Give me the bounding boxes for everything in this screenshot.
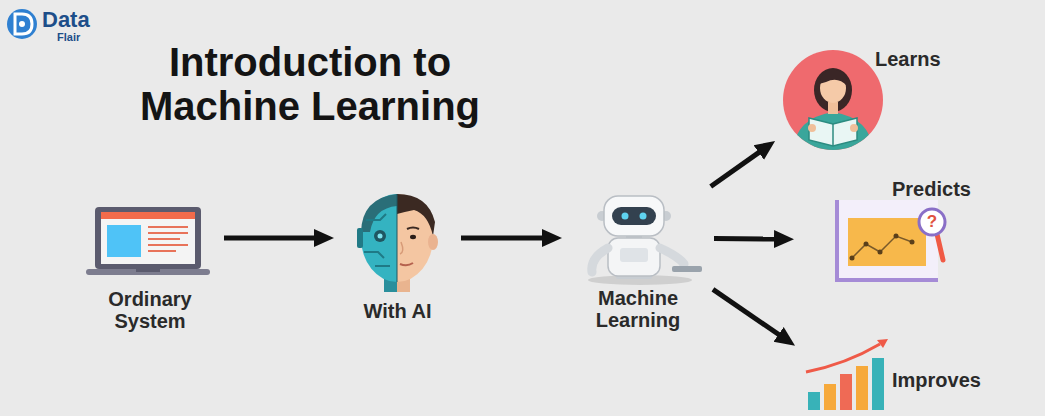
diagram-title: Introduction to Machine Learning [130, 40, 490, 128]
learner-icon [793, 68, 873, 150]
ai-face-icon [397, 194, 435, 236]
learner-icon [783, 50, 883, 150]
logo-text: Data [42, 5, 112, 34]
growth-bars-icon [806, 344, 880, 372]
laptop-icon [101, 212, 195, 219]
prediction-chart-icon [850, 256, 855, 261]
node-caption: Learns [875, 48, 975, 70]
ordinary-system-node: Ordinary System [82, 198, 218, 336]
flow-arrow [714, 236, 776, 242]
node-caption: Improves [892, 369, 1012, 391]
laptop-icon [148, 227, 188, 251]
ai-face-icon [410, 235, 416, 239]
robot-icon [660, 248, 684, 264]
laptop-icon [136, 269, 160, 272]
growth-bars-icon [877, 339, 888, 348]
prediction-chart-icon [864, 242, 869, 247]
logo-subtext: Flair [57, 30, 107, 44]
prediction-chart-icon [910, 240, 915, 245]
ai-face-icon [374, 230, 386, 242]
growth-bars-icon [808, 392, 820, 410]
learner-icon [809, 118, 857, 146]
question-mark: ? [920, 211, 944, 233]
ai-node: With AI [340, 192, 455, 326]
ai-face-icon [364, 214, 390, 266]
growth-bars-icon [824, 384, 836, 410]
laptop-icon [95, 207, 201, 269]
learner-icon [783, 50, 883, 150]
growth-bars-icon [806, 339, 888, 410]
learner-icon [819, 70, 847, 86]
growth-bars-icon [856, 366, 868, 410]
prediction-chart-icon [835, 200, 945, 282]
node-caption: Predicts [892, 178, 1002, 200]
ai-face-icon [361, 194, 397, 282]
laptop-icon [101, 212, 195, 264]
flow-arrow [713, 289, 780, 335]
laptop-icon [86, 207, 210, 275]
robot-icon [588, 196, 702, 285]
prediction-chart-icon [835, 278, 938, 282]
prediction-chart-icon [852, 236, 912, 258]
robot-icon [622, 213, 629, 220]
robot-icon [608, 238, 660, 276]
logo-icon [15, 14, 32, 34]
laptop-icon [86, 269, 210, 275]
ai-face-icon [361, 194, 397, 232]
logo-icon [7, 9, 37, 39]
ai-face-icon [357, 194, 438, 292]
learner-icon [828, 102, 838, 114]
ai-face-icon [400, 242, 403, 254]
machine-learning-node: Machine Learning [568, 190, 708, 335]
ai-face-icon [407, 228, 419, 230]
learner-icon [832, 124, 834, 146]
node-caption: Ordinary System [82, 288, 218, 332]
prediction-chart-icon [919, 209, 945, 235]
ai-face-icon [397, 194, 398, 282]
robot-icon [604, 196, 664, 236]
learner-icon [793, 112, 873, 150]
prediction-chart-icon [894, 234, 899, 239]
predicts-node: Predicts [800, 176, 1005, 286]
node-caption: Machine Learning [568, 287, 708, 331]
robot-icon [620, 248, 648, 262]
ai-face-icon [400, 263, 413, 265]
learner-icon [850, 124, 858, 132]
prediction-chart-icon [848, 218, 926, 266]
robot-icon [612, 207, 656, 225]
flow-arrow [461, 236, 544, 241]
ai-face-icon [357, 228, 363, 248]
robot-icon [640, 213, 647, 220]
logo-icon [19, 21, 25, 27]
flow-arrow [711, 151, 761, 186]
logo-icon [7, 9, 37, 39]
prediction-chart-icon [878, 250, 883, 255]
ai-face-icon [428, 234, 438, 250]
growth-bars-icon [872, 358, 884, 410]
improves-node: Improves [800, 335, 1020, 413]
ai-face-icon [361, 194, 397, 282]
laptop-icon [107, 225, 141, 257]
node-caption: With AI [340, 300, 455, 322]
growth-bars-icon [840, 374, 852, 410]
prediction-chart-icon [835, 200, 839, 282]
ai-face-icon [378, 234, 383, 239]
robot-icon [672, 266, 702, 272]
prediction-chart-icon [937, 234, 943, 260]
learns-node: Learns [780, 44, 975, 152]
robot-icon [592, 248, 608, 272]
learner-icon [808, 124, 816, 132]
flow-arrow [224, 236, 316, 241]
